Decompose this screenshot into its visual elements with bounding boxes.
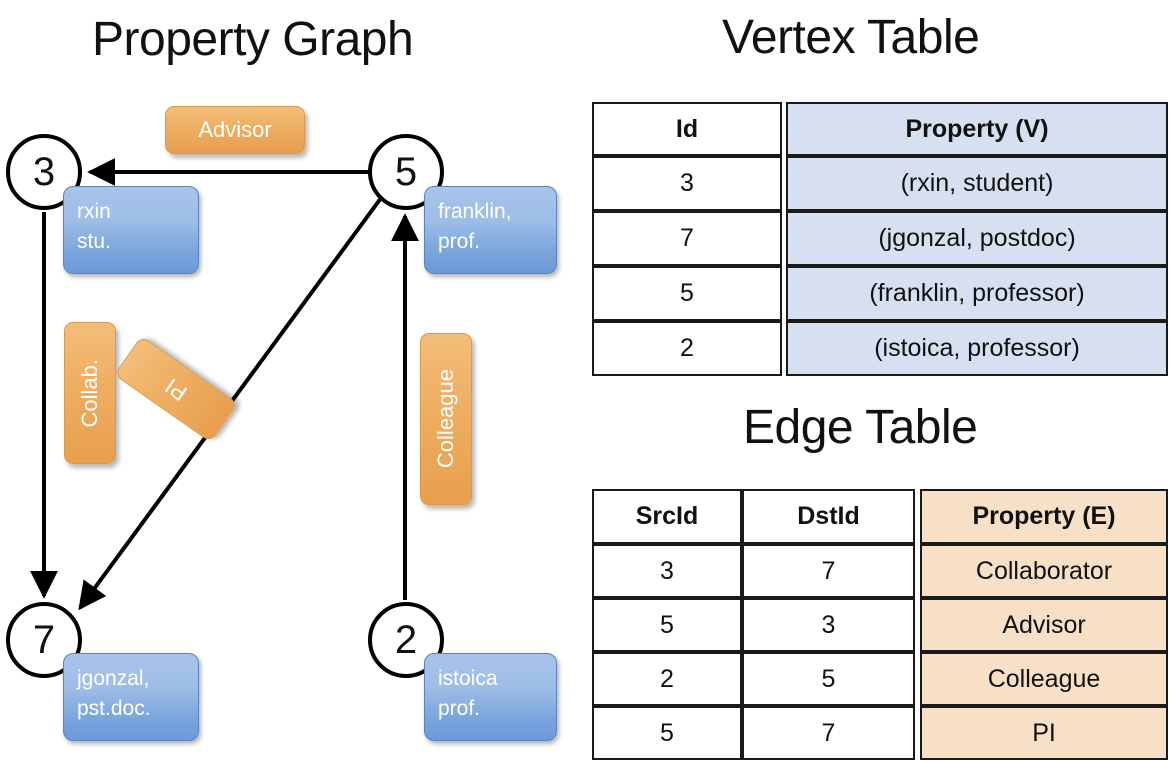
graph-node-2-property-line1: istoica: [438, 667, 498, 690]
edge-table-title: Edge Table: [743, 401, 978, 454]
edge-table-header-property: Property (E): [920, 489, 1168, 544]
graph-node-5[interactable]: 5: [368, 134, 444, 210]
vertex-table-row-1-id: 7: [592, 211, 782, 266]
graph-node-2-id: 2: [394, 617, 418, 662]
edge-table-row-0-srcid: 3: [592, 544, 742, 598]
edge-label-colleague[interactable]: Colleague: [420, 333, 472, 505]
vertex-table-row-0-property: (rxin, student): [786, 156, 1168, 211]
graph-node-7-property[interactable]: jgonzal, pst.doc.: [63, 653, 199, 741]
graph-node-2-property[interactable]: istoica prof.: [424, 653, 557, 741]
graph-node-3-id: 3: [32, 149, 56, 194]
graph-node-5-property-line1: franklin,: [438, 200, 512, 223]
edge-table-row-0-dstid: 7: [742, 544, 915, 598]
edge-table-row-2-srcid: 2: [592, 652, 742, 706]
graph-node-2[interactable]: 2: [368, 602, 444, 678]
edge-table-row-3-dstid: 7: [742, 706, 915, 760]
graph-node-5-id: 5: [394, 149, 418, 194]
edge-label-advisor[interactable]: Advisor: [165, 106, 305, 154]
edge-table-header-dstid: DstId: [742, 489, 915, 544]
vertex-table-row-1-property: (jgonzal, postdoc): [786, 211, 1168, 266]
vertex-table-header-property: Property (V): [786, 102, 1168, 156]
edge-table-row-1-srcid: 5: [592, 598, 742, 652]
edge-label-pi-text: PI: [160, 373, 192, 406]
graph-node-5-property-line2: prof.: [438, 230, 481, 254]
edge-label-collab-text: Collab.: [77, 358, 102, 428]
vertex-table-title: Vertex Table: [722, 11, 980, 64]
edge-table-row-2-dstid: 5: [742, 652, 915, 706]
edge-label-advisor-text: Advisor: [198, 117, 272, 142]
vertex-table-row-3-id: 2: [592, 321, 782, 376]
edge-label-colleague-text: Colleague: [433, 369, 458, 469]
edge-table-header-srcid: SrcId: [592, 489, 742, 544]
edge-table-row-3-property: PI: [920, 706, 1168, 760]
vertex-table-header-id: Id: [592, 102, 782, 156]
edge-table-row-2-property: Colleague: [920, 652, 1168, 706]
graph-node-7-property-line2: pst.doc.: [77, 697, 151, 721]
vertex-table-row-2-property: (franklin, professor): [786, 266, 1168, 321]
graph-node-3-property-line2: stu.: [77, 230, 111, 254]
graph-node-3-property[interactable]: rxin stu.: [63, 186, 199, 274]
vertex-table-row-3-property: (istoica, professor): [786, 321, 1168, 376]
vertex-table-row-0-id: 3: [592, 156, 782, 211]
edge-table-row-3-srcid: 5: [592, 706, 742, 760]
graph-node-3-property-line1: rxin: [77, 200, 111, 223]
vertex-table-row-2-id: 5: [592, 266, 782, 321]
edge-label-collab[interactable]: Collab.: [64, 322, 116, 464]
graph-node-2-property-line2: prof.: [438, 697, 481, 721]
graph-node-7-property-line1: jgonzal,: [77, 667, 150, 690]
edge-table-row-1-property: Advisor: [920, 598, 1168, 652]
page-title-property-graph: Property Graph: [92, 13, 414, 66]
graph-node-7-id: 7: [32, 617, 56, 662]
edge-table-row-1-dstid: 3: [742, 598, 915, 652]
edge-table-row-0-property: Collaborator: [920, 544, 1168, 598]
property-graph-panel: Property Graph Advisor Collab. PI Collea…: [6, 13, 557, 741]
graph-node-5-property[interactable]: franklin, prof.: [424, 186, 557, 274]
